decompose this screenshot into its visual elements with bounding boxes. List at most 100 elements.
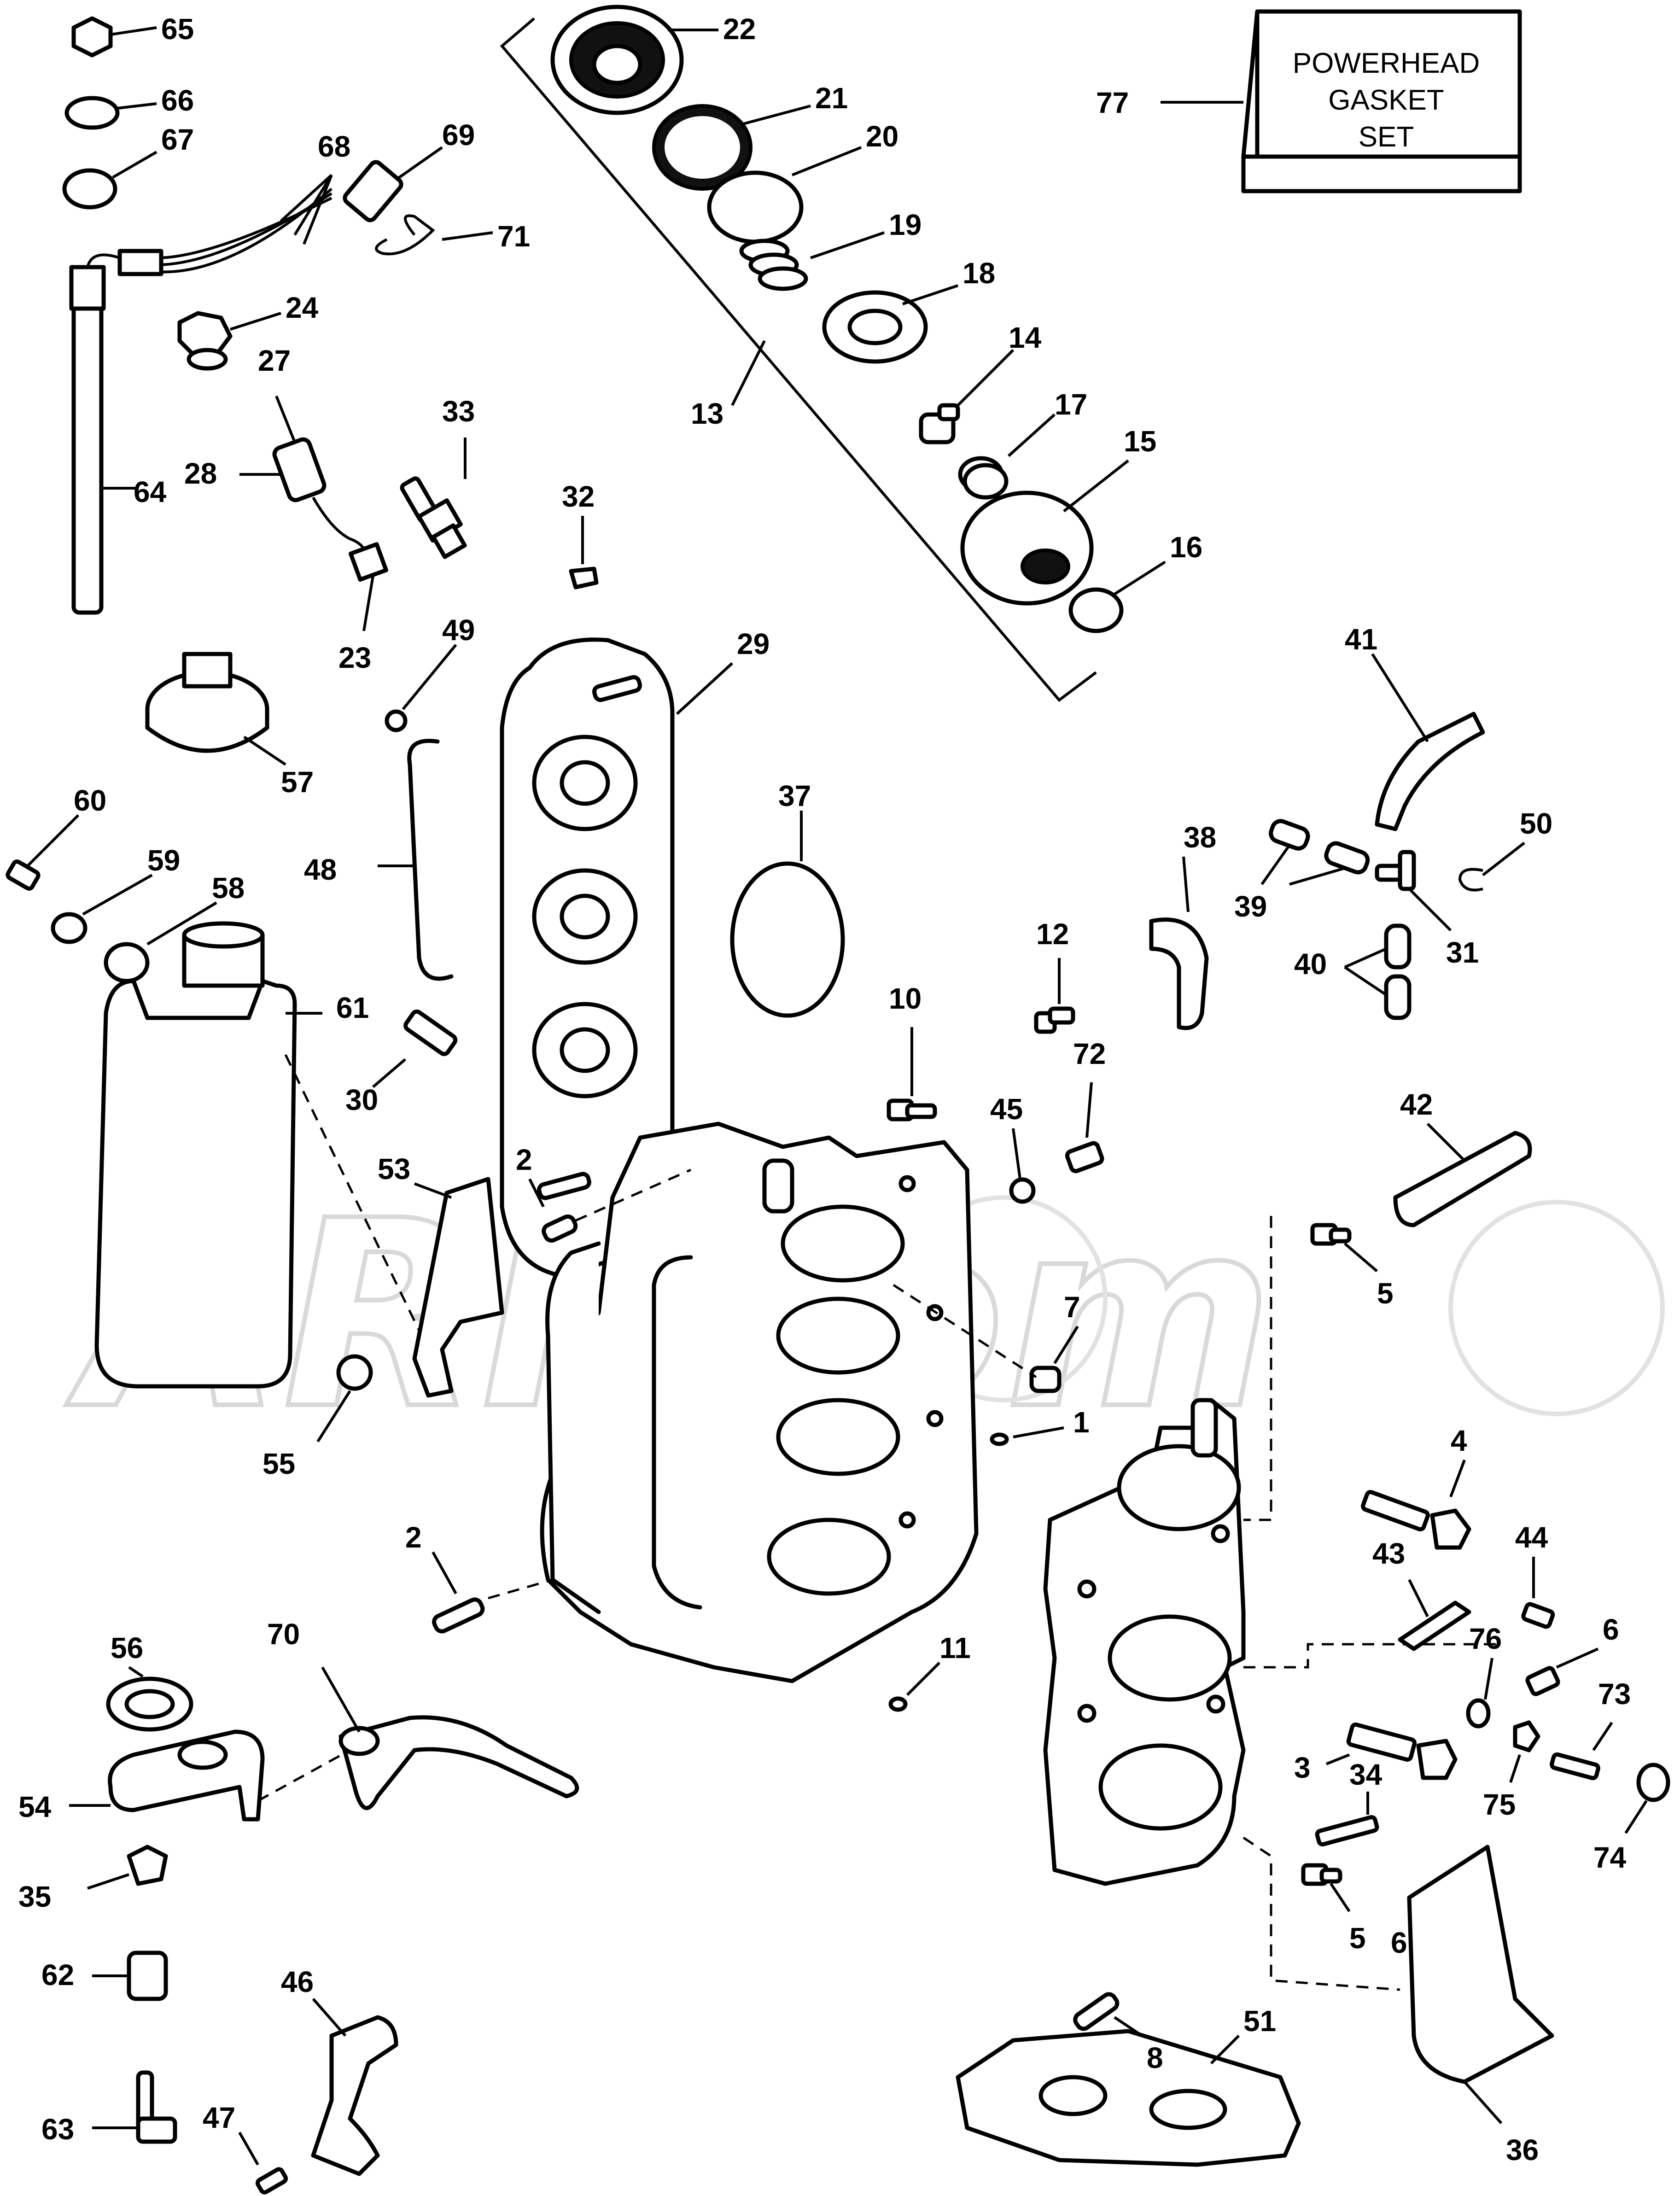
- callout-6a: 6: [1603, 1613, 1619, 1646]
- callout-53: 53: [378, 1152, 410, 1186]
- callout-42: 42: [1400, 1088, 1433, 1121]
- callout-24: 24: [286, 291, 319, 324]
- thermostat-group-bracket: [500, 17, 1097, 702]
- callout-48: 48: [304, 853, 337, 886]
- temperature-sensor-64: [69, 187, 332, 615]
- exhaust-cover-assembly: [1043, 1398, 1246, 1886]
- callout-70: 70: [267, 1618, 300, 1651]
- callout-61: 61: [336, 991, 369, 1024]
- callout-77: 77: [1096, 86, 1129, 119]
- callout-31: 31: [1446, 936, 1479, 969]
- callout-60: 60: [74, 784, 106, 817]
- o-ring-37: [730, 861, 845, 1018]
- oil-tank-cap-57: [145, 652, 269, 753]
- callout-62: 62: [41, 1958, 74, 1992]
- dowel-pin-2a: [542, 1214, 578, 1243]
- callout-72: 72: [1073, 1037, 1106, 1070]
- nut-75: [1513, 1720, 1540, 1752]
- callout-40: 40: [1294, 947, 1327, 981]
- callout-8: 8: [1147, 2041, 1163, 2074]
- box-line-3: SET: [1359, 121, 1414, 153]
- callout-15: 15: [1124, 425, 1156, 458]
- callout-37: 37: [778, 779, 811, 812]
- callout-50: 50: [1520, 807, 1552, 840]
- box-line-2: GASKET: [1328, 84, 1444, 116]
- callout-5b: 5: [1349, 1922, 1366, 1955]
- callout-23: 23: [338, 641, 371, 674]
- o-ring-20: [707, 170, 804, 244]
- callout-56: 56: [111, 1631, 143, 1665]
- callout-2a: 2: [516, 1143, 532, 1176]
- callout-45: 45: [990, 1092, 1023, 1126]
- pin-1: [990, 1432, 1009, 1446]
- bolt-55: [336, 1354, 373, 1391]
- hose-piece-39a: [1269, 819, 1310, 851]
- callout-2b: 2: [405, 1521, 422, 1554]
- callout-5a: 5: [1377, 1277, 1394, 1310]
- callout-49: 49: [442, 613, 475, 647]
- grommet-56: [106, 1676, 193, 1732]
- spark-plug-33: [400, 476, 467, 559]
- thermostat-cover: [550, 5, 684, 115]
- spring-19: [739, 239, 808, 291]
- screw-72: [1065, 1141, 1104, 1174]
- callout-29: 29: [737, 627, 770, 660]
- cap-74: [1636, 1763, 1670, 1802]
- washer-76: [1466, 1698, 1491, 1729]
- callout-11: 11: [939, 1631, 971, 1665]
- callout-58: 58: [212, 871, 245, 905]
- bolt-4: [1361, 1490, 1471, 1550]
- bolt-60: [6, 859, 41, 891]
- callout-65: 65: [161, 12, 194, 46]
- gasket-51: [956, 2029, 1301, 2167]
- callout-34: 34: [1349, 1758, 1382, 1791]
- bracket-54: [108, 1729, 265, 1822]
- callout-33: 33: [442, 395, 475, 428]
- callout-19: 19: [889, 208, 922, 241]
- washer-66: [64, 96, 120, 130]
- gasket-set-box: POWERHEAD GASKET SET: [1241, 9, 1522, 193]
- fitting-12: [1034, 1006, 1075, 1034]
- screw-34: [1315, 1815, 1379, 1847]
- callout-44: 44: [1515, 1521, 1548, 1554]
- hose-41: [1375, 712, 1485, 831]
- callout-20: 20: [866, 120, 898, 153]
- screw-44: [1521, 1602, 1555, 1629]
- callout-73: 73: [1598, 1677, 1631, 1711]
- callout-10: 10: [889, 982, 922, 1015]
- fitting-10: [887, 1098, 937, 1121]
- callout-1: 1: [1073, 1406, 1090, 1439]
- callout-28: 28: [184, 457, 217, 490]
- plug-24: [177, 311, 233, 371]
- callout-57: 57: [281, 765, 314, 799]
- bracket-70: [338, 1715, 579, 1811]
- callout-14: 14: [1009, 321, 1042, 354]
- callout-68: 68: [318, 130, 350, 163]
- callout-63: 63: [41, 2113, 74, 2146]
- callout-43: 43: [1372, 1537, 1405, 1570]
- callout-13: 13: [691, 397, 723, 430]
- screw-49: [385, 709, 408, 732]
- callout-71: 71: [497, 220, 530, 253]
- callout-74: 74: [1593, 1841, 1627, 1874]
- cylinder-head-29: [500, 637, 675, 1278]
- clip-71: [375, 214, 435, 256]
- callout-66: 66: [161, 84, 194, 117]
- callout-59: 59: [147, 844, 180, 877]
- callout-36: 36: [1506, 2133, 1539, 2167]
- fitting-6a: [1525, 1666, 1560, 1696]
- callout-17: 17: [1055, 388, 1087, 421]
- callout-6b: 6: [1391, 1926, 1407, 1959]
- hose-38: [1149, 917, 1209, 1030]
- callout-4: 4: [1451, 1424, 1467, 1457]
- nut-65: [71, 16, 113, 58]
- callout-7: 7: [1064, 1291, 1080, 1324]
- bolt-35: [127, 1845, 168, 1886]
- bracket-53: [412, 1177, 504, 1398]
- fitting-5a: [1310, 1223, 1352, 1246]
- screw-73: [1550, 1752, 1600, 1781]
- box-line-1: POWERHEAD: [1293, 47, 1480, 79]
- fitting-5b: [1301, 1863, 1342, 1886]
